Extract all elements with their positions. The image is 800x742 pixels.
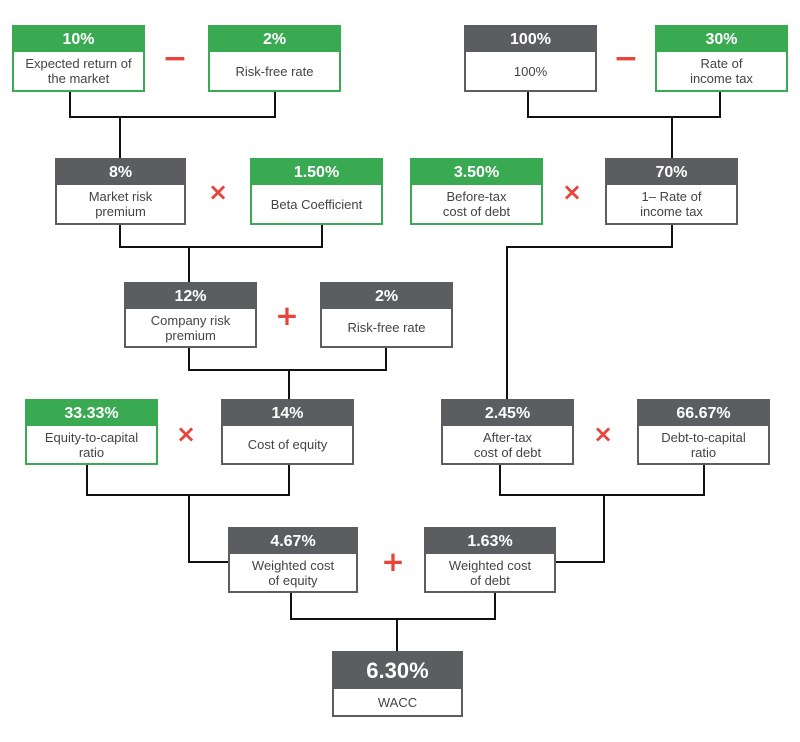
wacc-box: 6.30% WACC: [332, 651, 463, 717]
before-tax-cost-of-debt-label: Before-tax cost of debt: [442, 189, 511, 219]
company-risk-premium-label: Company risk premium: [150, 312, 231, 343]
debt-to-capital-ratio-label: Debt-to-capital ratio: [661, 429, 746, 460]
connector-cost-equity: [188, 348, 387, 399]
debt-to-capital-ratio-box: 66.67% Debt-to-capital ratio: [637, 399, 770, 465]
before-tax-cost-of-debt-value: 3.50%: [412, 160, 541, 185]
before-tax-cost-of-debt-box: 3.50% Before-tax cost of debt: [410, 158, 543, 225]
equity-to-capital-ratio-value: 33.33%: [27, 401, 156, 426]
market-return-value: 10%: [14, 27, 143, 52]
risk-free-rate-2-value: 2%: [322, 284, 451, 309]
after-tax-cost-of-debt-label: After-tax cost of debt: [473, 429, 542, 460]
weighted-cost-of-debt-label: Weighted cost of debt: [448, 557, 532, 588]
tax-rate-label: Rate of income tax: [690, 56, 753, 86]
wacc-value: 6.30%: [334, 653, 461, 689]
hundred-percent-box: 100% 100%: [464, 25, 597, 92]
connector-company-risk: [119, 225, 323, 282]
cost-of-equity-box: 14% Cost of equity: [221, 399, 354, 465]
risk-free-rate-value: 2%: [210, 27, 339, 52]
tax-rate-box: 30% Rate of income tax: [655, 25, 788, 92]
one-minus-tax-rate-box: 70% 1– Rate of income tax: [605, 158, 738, 225]
weighted-cost-of-equity-box: 4.67% Weighted cost of equity: [228, 527, 358, 593]
after-tax-cost-of-debt-box: 2.45% After-tax cost of debt: [441, 399, 574, 465]
beta-coefficient-label: Beta Coefficient: [270, 196, 363, 212]
risk-free-rate-box: 2% Risk-free rate: [208, 25, 341, 92]
market-risk-premium-box: 8% Market risk premium: [55, 158, 186, 225]
hundred-percent-label: 100%: [513, 63, 548, 79]
hundred-percent-value: 100%: [466, 27, 595, 52]
multiply-operator: ×: [592, 420, 614, 448]
equity-to-capital-ratio-label: Equity-to-capital ratio: [44, 429, 139, 460]
one-minus-tax-rate-value: 70%: [607, 160, 736, 185]
connector-wtd-equity: [86, 465, 290, 563]
multiply-operator: ×: [207, 178, 229, 206]
risk-free-rate-2-box: 2% Risk-free rate: [320, 282, 453, 348]
debt-to-capital-ratio-value: 66.67%: [639, 401, 768, 426]
market-risk-premium-label: Market risk premium: [88, 189, 153, 219]
market-return-label: Expected return of the market: [25, 56, 132, 86]
wacc-label: WACC: [377, 694, 418, 710]
weighted-cost-of-equity-value: 4.67%: [230, 529, 356, 554]
company-risk-premium-value: 12%: [126, 284, 255, 309]
multiply-operator: ×: [175, 420, 197, 448]
company-risk-premium-box: 12% Company risk premium: [124, 282, 257, 348]
connector-after-tax-debt: [506, 225, 673, 399]
tax-rate-value: 30%: [657, 27, 786, 52]
weighted-cost-of-equity-label: Weighted cost of equity: [251, 557, 335, 588]
one-minus-tax-rate-label: 1– Rate of income tax: [640, 189, 703, 219]
market-risk-premium-value: 8%: [57, 160, 184, 185]
connector-one-minus-tax: [527, 92, 721, 158]
minus-operator: −: [613, 41, 639, 76]
beta-coefficient-box: 1.50% Beta Coefficient: [250, 158, 383, 225]
weighted-cost-of-debt-box: 1.63% Weighted cost of debt: [424, 527, 556, 593]
plus-operator: +: [381, 545, 405, 578]
cost-of-equity-label: Cost of equity: [247, 437, 328, 452]
connector-wtd-debt: [499, 465, 705, 563]
risk-free-rate-label: Risk-free rate: [235, 63, 314, 79]
minus-operator: −: [162, 41, 188, 76]
connector-market-risk: [69, 92, 276, 158]
plus-operator: +: [275, 299, 299, 332]
connector-wacc: [290, 593, 496, 651]
cost-of-equity-value: 14%: [223, 401, 352, 426]
market-return-box: 10% Expected return of the market: [12, 25, 145, 92]
equity-to-capital-ratio-box: 33.33% Equity-to-capital ratio: [25, 399, 158, 465]
multiply-operator: ×: [561, 178, 583, 206]
after-tax-cost-of-debt-value: 2.45%: [443, 401, 572, 426]
risk-free-rate-2-label: Risk-free rate: [347, 320, 426, 335]
weighted-cost-of-debt-value: 1.63%: [426, 529, 554, 554]
beta-coefficient-value: 1.50%: [252, 160, 381, 185]
